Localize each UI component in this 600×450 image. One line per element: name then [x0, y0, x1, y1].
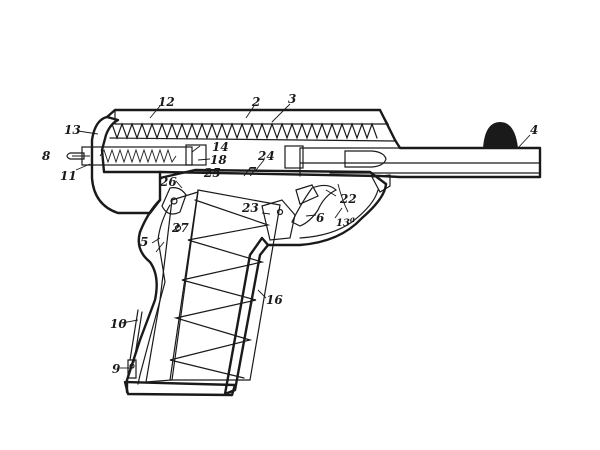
frame-top-rail [158, 168, 388, 186]
label-9: 9 [112, 362, 121, 376]
label-23: 23 [241, 201, 259, 215]
label-8: 8 [42, 149, 51, 163]
label-24: 24 [257, 149, 275, 163]
label-3: 3 [288, 92, 296, 106]
frame [123, 168, 391, 397]
slide-outline [105, 108, 542, 179]
label-5: 5 [140, 235, 148, 249]
label-2: 2 [251, 95, 260, 109]
trigger-guard [266, 182, 388, 247]
label-11: 11 [60, 169, 77, 183]
spring-link [337, 183, 349, 213]
label-4: 4 [530, 123, 538, 137]
grip-safety [129, 309, 143, 363]
firing-pin-tip [66, 152, 85, 160]
rear-block [90, 115, 162, 215]
trigger-guard-inner [299, 189, 379, 239]
reference-numerals: 12 2 3 4 13 8 11 14 18 25 24 7 26 27 5 2… [42, 92, 538, 376]
grip-back-strap-inner [137, 204, 171, 385]
label-13: 13 [64, 123, 81, 137]
cartridge [344, 150, 387, 168]
label-12: 12 [158, 95, 175, 109]
hammer-pivot [170, 197, 178, 205]
firing-pin-spring [99, 148, 177, 164]
label-18: 18 [210, 153, 227, 167]
slide [66, 108, 542, 215]
catch-pin [129, 363, 135, 369]
recoil-spring [111, 122, 378, 140]
label-22: 22 [339, 192, 357, 206]
spring-guide-line [109, 137, 396, 142]
magazine-catch [127, 359, 137, 379]
sear-pivot [174, 224, 182, 232]
hammer [161, 187, 187, 215]
leader-lines [72, 103, 531, 369]
breech-part-7 [284, 145, 304, 169]
label-16: 16 [266, 293, 283, 307]
disconnector-pivot [276, 208, 284, 216]
label-10: 10 [110, 317, 127, 331]
receiver-wedge [371, 174, 391, 193]
slide-top-band [114, 109, 390, 125]
label-25: 25 [203, 166, 221, 180]
disconnector [261, 199, 296, 241]
label-26: 26 [159, 175, 177, 189]
trigger-bar [295, 184, 319, 205]
trigger [291, 184, 338, 227]
grip-back-strap [125, 198, 162, 394]
magazine [169, 189, 281, 381]
extractor-block [185, 144, 207, 166]
label-7: 7 [248, 165, 257, 179]
front-sight [483, 122, 518, 148]
magazine-spring [169, 199, 271, 379]
label-27: 27 [171, 221, 189, 235]
label-6: 6 [316, 211, 325, 225]
grip-base [123, 380, 237, 397]
label-14: 14 [212, 140, 229, 154]
grip-plate [145, 191, 199, 383]
